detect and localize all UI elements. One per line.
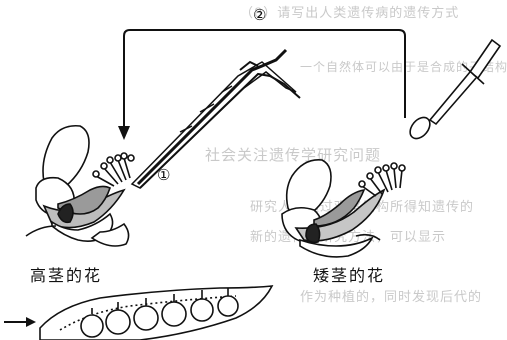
pea-pod-icon <box>40 286 272 340</box>
tall-plant-label: 高茎的花 <box>30 262 102 286</box>
pod-arrow-icon <box>4 317 36 327</box>
step1-label: ① <box>157 166 170 184</box>
dwarf-flower-icon <box>282 160 405 257</box>
dwarf-plant-label: 矮茎的花 <box>313 262 385 286</box>
step2-label: ② <box>253 6 266 24</box>
tall-flower-icon <box>26 126 134 246</box>
transfer-arrow <box>124 30 405 128</box>
arrow-icon <box>118 126 130 140</box>
brush-icon <box>406 40 500 142</box>
